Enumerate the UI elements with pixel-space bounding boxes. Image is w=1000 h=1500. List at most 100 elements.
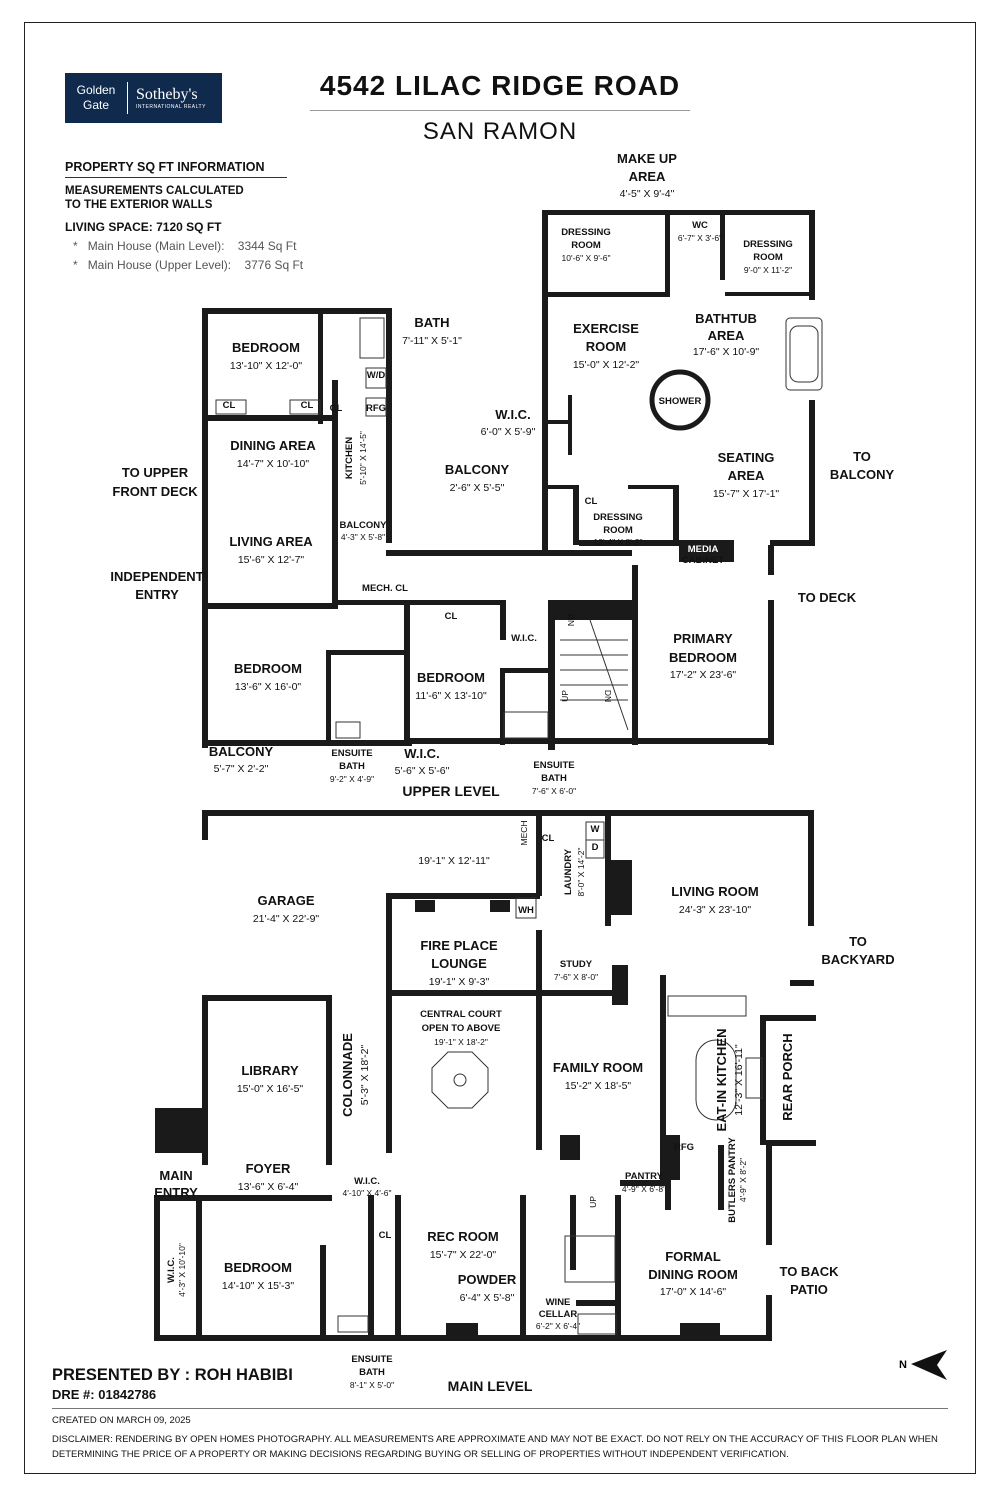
- label-ensuite-3: ENSUITE: [351, 1354, 392, 1365]
- level-upper: UPPER LEVEL: [402, 783, 500, 799]
- label-exercise: EXERCISE: [573, 321, 639, 336]
- label-laundry: LAUNDRY: [563, 848, 574, 895]
- brand-logo: Golden Gate Sotheby's INTERNATIONAL REAL…: [65, 73, 222, 123]
- dim-garage-bay: 19'-1" X 12'-11": [418, 855, 490, 867]
- label-study: STUDY: [560, 959, 593, 970]
- label-independent-entry-2: ENTRY: [135, 587, 179, 602]
- label-wic-2: W.I.C.: [511, 633, 537, 644]
- label-to-backyard-2: BACKYARD: [821, 952, 894, 967]
- brand-sothebys: Sotheby's INTERNATIONAL REALTY: [128, 86, 206, 110]
- label-wine-cellar-2: CELLAR: [539, 1309, 578, 1320]
- label-dining-area: DINING AREA: [230, 438, 316, 453]
- label-bath-up: BATH: [414, 315, 449, 330]
- dim-balcony-2: 4'-3" X 5'-8": [341, 532, 385, 542]
- label-butlers-pantry: BUTLERS PANTRY: [727, 1137, 738, 1223]
- label-mech: MECH: [519, 820, 529, 845]
- dim-wic-5: 4'-3" X 10'-10": [177, 1243, 187, 1297]
- label-formal-dining: FORMAL: [665, 1249, 721, 1264]
- label-main-entry-2: ENTRY: [154, 1185, 198, 1200]
- label-wine-cellar: WINE: [546, 1297, 571, 1308]
- dim-bedroom-up-3: 11'-6" X 13'-10": [415, 690, 487, 702]
- label-bedroom-up-1: BEDROOM: [232, 340, 300, 355]
- dim-wic-1: 6'-0" X 5'-9": [481, 426, 536, 438]
- label-cl: CL: [585, 496, 598, 507]
- label-to-front-deck-2: FRONT DECK: [112, 484, 198, 499]
- measure-line2: TO THE EXTERIOR WALLS: [65, 199, 213, 211]
- washer-dryer-icon: [365, 367, 387, 389]
- dim-garage: 21'-4" X 22'-9": [253, 913, 320, 925]
- title-divider: [310, 110, 690, 111]
- level-main: MAIN LEVEL: [448, 1378, 533, 1394]
- north-label: N: [899, 1359, 907, 1371]
- label-makeup: MAKE UP: [617, 151, 677, 166]
- dim-dressing-3: 12'-4" X 8'-2": [594, 537, 643, 547]
- dim-butlers-pantry: 4'-9" X 8'-2": [738, 1158, 748, 1202]
- dim-bathtub: 17'-6" X 10'-9": [693, 346, 760, 358]
- label-ensuite-1: ENSUITE: [331, 748, 372, 759]
- label-up: UP: [588, 1196, 598, 1208]
- north-arrow-shape: [911, 1350, 947, 1380]
- label-foyer: FOYER: [246, 1161, 291, 1176]
- label-dressing-1: DRESSING: [561, 227, 611, 238]
- page-subtitle: SAN RAMON: [422, 118, 578, 145]
- brand-golden-gate: Golden Gate: [65, 83, 127, 113]
- dim-bedroom-up-1: 13'-10" X 12'-0": [230, 360, 302, 372]
- label-wc: WC: [692, 220, 708, 231]
- label-to-backyard: TO: [849, 934, 867, 949]
- dim-exercise: 15'-0" X 12'-2": [573, 359, 640, 371]
- sqft-item-label: Main House (Upper Level):: [87, 258, 232, 272]
- label-wh: WH: [518, 905, 534, 916]
- label-dressing-1b: ROOM: [571, 240, 601, 251]
- main-level-walls: [154, 810, 816, 1341]
- dim-balcony-3: 5'-7" X 2'-2": [214, 763, 269, 775]
- dim-formal-dining: 17'-0" X 14'-6": [660, 1286, 727, 1298]
- label-bathtub-2: AREA: [708, 328, 745, 343]
- label-to-balcony: TO: [853, 449, 871, 464]
- dim-makeup: 4'-5" X 9'-4": [620, 188, 675, 200]
- label-cl: CL: [301, 400, 314, 411]
- label-garage: GARAGE: [257, 893, 314, 908]
- label-living-area: LIVING AREA: [229, 534, 313, 549]
- brand-name: Sotheby's: [136, 86, 198, 103]
- label-dressing-2: DRESSING: [743, 239, 793, 250]
- label-rfg-main: RFG: [674, 1142, 694, 1153]
- label-central-court-2: OPEN TO ABOVE: [422, 1023, 501, 1034]
- dim-wine-cellar: 6'-2" X 6'-4": [536, 1321, 580, 1331]
- bathtub-icon: [785, 317, 823, 391]
- upper-labels: MAKE UP AREA 4'-5" X 9'-4" DRESSING ROOM…: [110, 151, 894, 799]
- label-media-2: CABINET: [682, 555, 724, 566]
- label-wic-3: W.I.C.: [404, 746, 439, 761]
- dim-eat-in-kitchen: 12'-3" X 16'-11": [733, 1044, 745, 1116]
- dim-foyer: 13'-6" X 6'-4": [238, 1181, 299, 1193]
- dim-seating: 15'-7" X 17'-1": [713, 488, 780, 500]
- water-heater-icon: [515, 897, 537, 919]
- label-rfg-up: RFG: [366, 403, 386, 414]
- dim-powder: 6'-4" X 5'-8": [460, 1292, 515, 1304]
- upper-fixtures: [215, 317, 823, 739]
- dim-colonnade: 5'-3" X 18'-2": [359, 1044, 371, 1105]
- label-wic-4: W.I.C.: [354, 1176, 380, 1187]
- label-to-balcony-2: BALCONY: [830, 467, 895, 482]
- main-fixtures: [337, 821, 763, 1335]
- label-cl: CL: [223, 400, 236, 411]
- dim-balcony-1: 2'-6" X 5'-5": [450, 482, 505, 494]
- brand-line1: Golden: [76, 83, 116, 97]
- label-primary-2: BEDROOM: [669, 650, 737, 665]
- stairs-icon: [589, 619, 629, 731]
- stove-icon: [667, 995, 747, 1017]
- page-frame: [24, 22, 976, 1474]
- label-media: MEDIA: [688, 544, 719, 555]
- island-icon: [695, 1039, 737, 1121]
- dim-library: 15'-0" X 16'-5": [237, 1083, 304, 1095]
- label-cl: CL: [330, 403, 343, 414]
- label-wic-5: W.I.C.: [166, 1257, 177, 1283]
- sink-icon: [745, 1057, 763, 1099]
- disclaimer: DISCLAIMER: RENDERING BY OPEN HOMES PHOT…: [52, 1434, 938, 1460]
- dim-wic-3: 5'-6" X 5'-6": [395, 765, 450, 777]
- label-seating-2: AREA: [728, 468, 765, 483]
- label-library: LIBRARY: [241, 1063, 299, 1078]
- label-shower: SHOWER: [659, 396, 702, 407]
- label-ensuite-2b: BATH: [541, 773, 567, 784]
- dim-ensuite-2: 7'-6" X 6'-0": [532, 786, 576, 796]
